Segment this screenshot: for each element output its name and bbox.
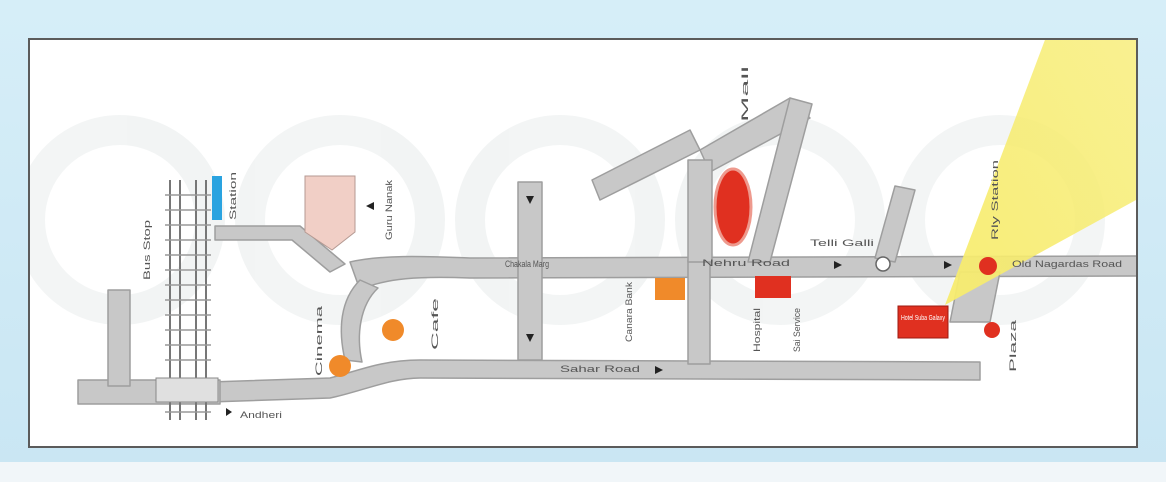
label-bus-stop: Bus Stop	[142, 220, 152, 280]
landmark-red-oval[interactable]	[713, 167, 753, 247]
label-hospital: Hospital	[752, 308, 762, 352]
label-mall: Mall	[740, 66, 750, 122]
road-ring	[340, 279, 379, 363]
landmark-orange-2[interactable]	[329, 355, 351, 377]
roads	[77, 97, 1136, 405]
label-plaza: Plaza	[1008, 320, 1018, 372]
label-rly-station: Rly Station	[990, 160, 1000, 240]
road-right-diagonal	[874, 185, 916, 263]
landmark-red-dot-2[interactable]	[984, 322, 1000, 338]
road-label-sahar: Sahar Road	[560, 364, 640, 374]
road-left-vertical	[107, 289, 131, 387]
road-mid-vertical	[517, 181, 543, 361]
label-canara-bank: Canara Bank	[624, 281, 634, 342]
road-main	[349, 255, 1136, 291]
road-diagonal-down	[747, 97, 813, 263]
road-label-old-nagardas: Old Nagardas Road	[1012, 259, 1122, 269]
label-sai-service: Sai Service	[792, 308, 802, 352]
landmark-red-block[interactable]	[755, 276, 791, 298]
station-marker[interactable]	[212, 176, 222, 220]
label-andheri: Andheri	[240, 410, 282, 420]
direction-arrows	[226, 196, 952, 416]
road-center-vertical	[687, 259, 711, 365]
map-content: Hotel Suba Galaxy Chakala Marg Nehru Roa…	[30, 40, 1136, 420]
label-cinema: Cinema	[314, 306, 324, 376]
watermark	[30, 115, 1105, 325]
hotel-label: Hotel Suba Galaxy	[901, 315, 945, 322]
label-cafe: Cafe	[430, 298, 440, 350]
label-station: Station	[228, 172, 238, 220]
road-up-left-branch	[687, 159, 713, 263]
hotel-marker[interactable]	[897, 305, 949, 339]
road-lower	[209, 359, 981, 403]
road-label-chakala: Chakala Marg	[505, 259, 549, 269]
label-telli-galli: Telli Galli	[810, 238, 874, 248]
road-label-nehru: Nehru Road	[702, 258, 790, 268]
building-block[interactable]	[304, 175, 356, 251]
footer-strip	[0, 462, 1166, 482]
rail-bridge	[155, 377, 219, 403]
highlight-beam	[945, 40, 1136, 305]
roundabout	[875, 256, 891, 272]
map-labels: Chakala Marg Nehru Road Old Nagardas Roa…	[142, 66, 1122, 420]
landmark-orange-3[interactable]	[655, 278, 685, 300]
label-guru-nanak: Guru Nanak	[384, 179, 394, 240]
landmark-orange-1[interactable]	[382, 319, 404, 341]
landmark-red-dot-1[interactable]	[979, 257, 997, 275]
